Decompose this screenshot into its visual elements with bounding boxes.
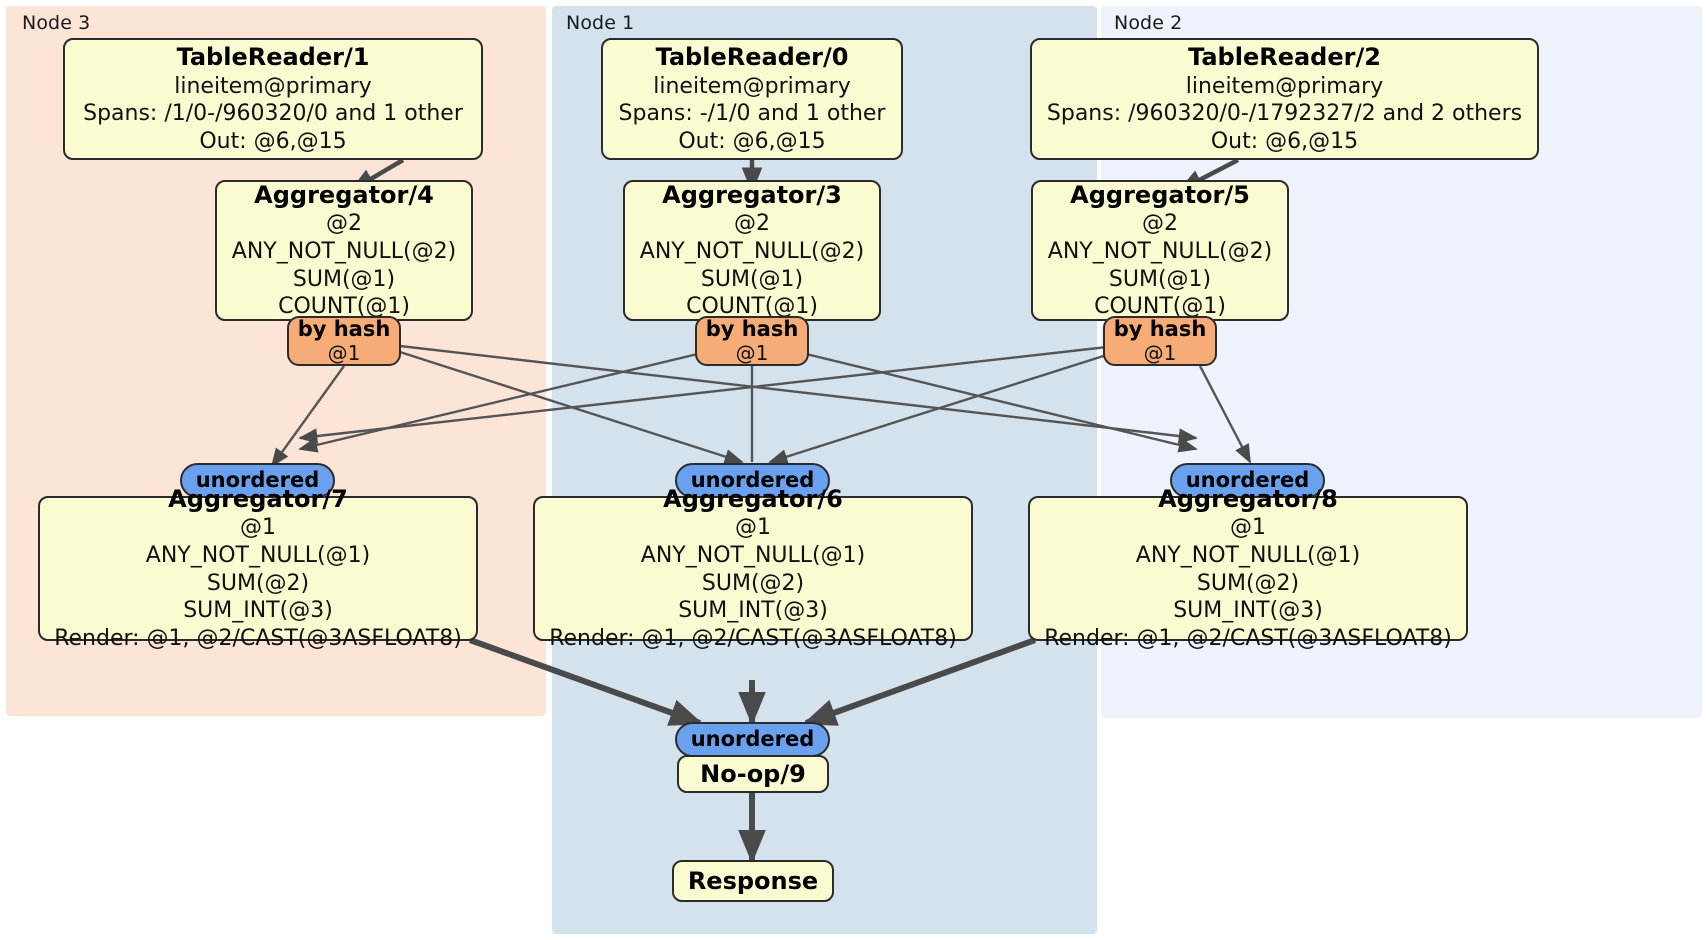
router-columns-label: @1 — [1143, 340, 1177, 365]
input-sync-badge-unordered-final[interactable]: unordered — [675, 722, 830, 757]
box-line: Spans: -/1/0 and 1 other — [618, 101, 886, 127]
router-type-label: by hash — [297, 316, 391, 341]
box-line: @1 — [735, 515, 771, 541]
processor-box-noop-9[interactable]: No-op/9 — [677, 755, 829, 793]
edges-hash-to-unordered — [270, 344, 1252, 468]
router-type-label: by hash — [705, 316, 799, 341]
box-line: @1 — [1230, 515, 1266, 541]
box-line: COUNT(@1) — [686, 294, 818, 320]
box-line: lineitem@primary — [1185, 73, 1384, 99]
processor-box-aggregator-7[interactable]: Aggregator/7 @1 ANY_NOT_NULL(@1) SUM(@2)… — [38, 485, 478, 651]
output-router-badge-by-hash-node2[interactable]: by hash @1 — [1103, 316, 1217, 366]
box-line: COUNT(@1) — [278, 294, 410, 320]
node-label-node1: Node 1 — [566, 12, 635, 34]
box-title: Aggregator/5 — [1070, 180, 1250, 209]
box-title: No-op/9 — [700, 759, 806, 788]
box-line: Out: @6,@15 — [199, 128, 347, 154]
box-line: lineitem@primary — [653, 73, 851, 99]
box-line: ANY_NOT_NULL(@1) — [145, 543, 371, 569]
box-title: Response — [687, 866, 819, 895]
processor-box-tablereader-2[interactable]: TableReader/2 lineitem@primary Spans: /9… — [1030, 38, 1539, 160]
sync-type-label: unordered — [1185, 468, 1310, 493]
box-line: lineitem@primary — [174, 73, 372, 99]
sync-type-label: unordered — [690, 727, 815, 752]
box-title: TableReader/2 — [1188, 43, 1381, 72]
processor-box-tablereader-0[interactable]: TableReader/0 lineitem@primary Spans: -/… — [601, 38, 903, 160]
box-line: @2 — [1142, 211, 1178, 237]
box-title: TableReader/0 — [655, 43, 849, 72]
box-line: Out: @6,@15 — [1210, 128, 1359, 154]
sync-type-label: unordered — [690, 468, 815, 493]
box-line: ANY_NOT_NULL(@2) — [1047, 238, 1273, 264]
box-line: SUM(@2) — [1196, 570, 1300, 596]
box-line: SUM(@1) — [1108, 266, 1212, 292]
box-line: Render: @1, @2/CAST(@3ASFLOAT8) — [549, 626, 957, 652]
node-label-node2: Node 2 — [1114, 12, 1183, 34]
processor-box-tablereader-1[interactable]: TableReader/1 lineitem@primary Spans: /1… — [63, 38, 483, 160]
box-line: Render: @1, @2/CAST(@3ASFLOAT8) — [1044, 626, 1452, 652]
processor-box-aggregator-5[interactable]: Aggregator/5 @2 ANY_NOT_NULL(@2) SUM(@1)… — [1031, 180, 1289, 321]
router-columns-label: @1 — [735, 340, 769, 365]
box-line: ANY_NOT_NULL(@2) — [639, 238, 865, 264]
sync-type-label: unordered — [195, 468, 320, 493]
box-line: Spans: /960320/0-/1792327/2 and 2 others — [1046, 101, 1523, 127]
box-line: @2 — [734, 211, 770, 237]
box-title: Aggregator/3 — [662, 180, 842, 209]
box-title: Aggregator/4 — [254, 180, 434, 209]
input-sync-badge-unordered-node3[interactable]: unordered — [180, 463, 335, 498]
box-line: SUM(@2) — [701, 570, 805, 596]
box-line: ANY_NOT_NULL(@2) — [231, 238, 457, 264]
output-router-badge-by-hash-node3[interactable]: by hash @1 — [287, 316, 401, 366]
box-line: ANY_NOT_NULL(@1) — [640, 543, 866, 569]
processor-box-aggregator-8[interactable]: Aggregator/8 @1 ANY_NOT_NULL(@1) SUM(@2)… — [1028, 485, 1468, 651]
node-label-node3: Node 3 — [22, 12, 91, 34]
input-sync-badge-unordered-node1[interactable]: unordered — [675, 463, 830, 498]
box-line: @2 — [326, 211, 362, 237]
processor-box-aggregator-6[interactable]: Aggregator/6 @1 ANY_NOT_NULL(@1) SUM(@2)… — [533, 485, 973, 651]
router-type-label: by hash — [1113, 316, 1207, 341]
box-line: Render: @1, @2/CAST(@3ASFLOAT8) — [54, 626, 462, 652]
box-line: SUM(@1) — [700, 266, 804, 292]
box-line: SUM_INT(@3) — [183, 598, 333, 624]
processor-box-aggregator-3[interactable]: Aggregator/3 @2 ANY_NOT_NULL(@2) SUM(@1)… — [623, 180, 881, 321]
output-router-badge-by-hash-node1[interactable]: by hash @1 — [695, 316, 809, 366]
box-title: Aggregator/6 — [663, 485, 843, 514]
box-line: SUM(@1) — [292, 266, 396, 292]
box-title: TableReader/1 — [176, 43, 370, 72]
box-line: SUM_INT(@3) — [678, 598, 828, 624]
box-line: COUNT(@1) — [1094, 294, 1226, 320]
box-title: Aggregator/8 — [1158, 485, 1338, 514]
box-title: Aggregator/7 — [168, 485, 348, 514]
box-line: SUM(@2) — [206, 570, 310, 596]
box-line: Spans: /1/0-/960320/0 and 1 other — [83, 101, 463, 127]
box-line: SUM_INT(@3) — [1173, 598, 1323, 624]
box-line: ANY_NOT_NULL(@1) — [1135, 543, 1361, 569]
box-line: @1 — [240, 515, 276, 541]
processor-box-aggregator-4[interactable]: Aggregator/4 @2 ANY_NOT_NULL(@2) SUM(@1)… — [215, 180, 473, 321]
input-sync-badge-unordered-node2[interactable]: unordered — [1170, 463, 1325, 498]
router-columns-label: @1 — [327, 340, 361, 365]
box-line: Out: @6,@15 — [678, 128, 826, 154]
processor-box-response[interactable]: Response — [672, 860, 834, 902]
